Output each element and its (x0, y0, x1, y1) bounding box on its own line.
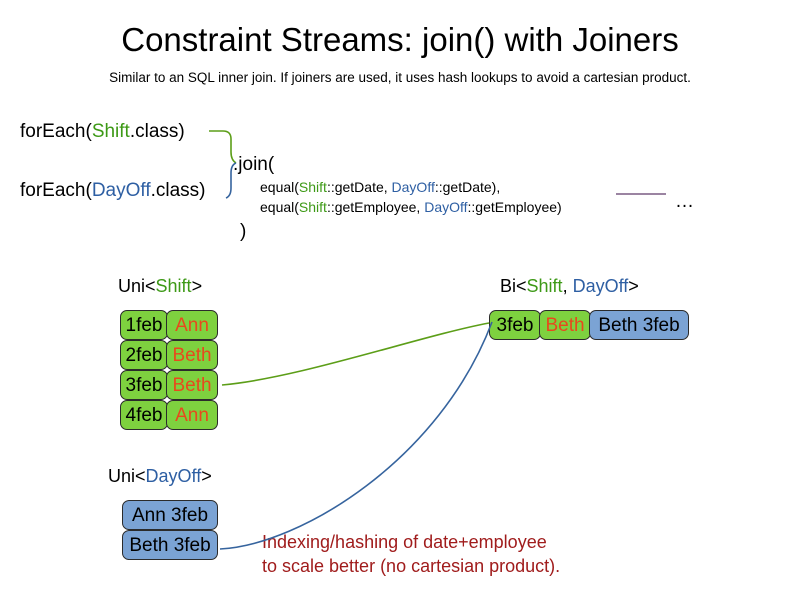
connector-shift-to-join (209, 130, 237, 164)
code-joiner-1-right-method: ::getDate), (434, 179, 501, 195)
label-uni-shift-suffix: > (191, 276, 203, 296)
code-foreach-dayoff-prefix: forEach( (20, 180, 92, 201)
code-foreach-dayoff-type: DayOff (91, 180, 151, 201)
label-bi-separator: , (562, 276, 573, 296)
code-join-open: .join( (233, 154, 275, 175)
code-foreach-shift-prefix: forEach( (20, 121, 92, 142)
shift-row: 3feb Beth (120, 370, 218, 400)
code-foreach-shift-suffix: .class) (129, 121, 185, 142)
code-joiner-equal-employee: equal(Shift::getEmployee, DayOff::getEmp… (260, 198, 562, 216)
label-bi-suffix: > (628, 276, 639, 296)
page-title: Constraint Streams: join() with Joiners (121, 21, 679, 58)
dayoff-cell: Beth 3feb (122, 530, 218, 560)
code-joiner-equal-date: equal(Shift::getDate, DayOff::getDate), (260, 178, 500, 196)
shift-date-cell: 3feb (120, 370, 168, 400)
connector-shift-fact-to-bi (221, 322, 490, 386)
label-uni-dayoff-type: DayOff (145, 466, 202, 486)
code-foreach-dayoff: forEach(DayOff.class) (20, 179, 206, 203)
shift-date-cell: 1feb (120, 310, 168, 340)
annotation-line-2: to scale better (no cartesian product). (262, 556, 561, 576)
label-uni-dayoff-prefix: Uni< (108, 466, 146, 486)
shift-employee-cell: Beth (166, 370, 218, 400)
bi-shift-employee-cell: Beth (539, 310, 591, 340)
dayoff-row: Ann 3feb (122, 500, 218, 530)
dayoff-row: Beth 3feb (122, 530, 218, 560)
label-uni-shift-prefix: Uni< (118, 276, 156, 296)
bi-dayoff-cell: Beth 3feb (589, 310, 689, 340)
code-join-close: ) (240, 221, 247, 242)
label-uni-dayoff-suffix: > (201, 466, 212, 486)
code-joiner-2-prefix: equal( (260, 199, 299, 215)
label-uni-dayoff: Uni<DayOff> (108, 464, 212, 488)
code-joiner-2-left-method: ::getEmployee, (326, 199, 425, 215)
shift-employee-cell: Beth (166, 340, 218, 370)
bi-shift-date-cell: 3feb (489, 310, 541, 340)
shift-date-cell: 4feb (120, 400, 168, 430)
dayoff-cell: Ann 3feb (122, 500, 218, 530)
label-bi-prefix: Bi< (500, 276, 527, 296)
label-uni-shift: Uni<Shift> (118, 274, 202, 298)
code-joiner-1-left-method: ::getDate, (326, 179, 392, 195)
page-subtitle: Similar to an SQL inner join. If joiners… (109, 70, 691, 85)
label-bi-type-b: DayOff (572, 276, 629, 296)
label-uni-shift-type: Shift (155, 276, 192, 296)
code-joiner-2-left-type: Shift (298, 199, 327, 215)
shift-row: 4feb Ann (120, 400, 218, 430)
connector-dayoff-fact-to-bi (219, 321, 493, 550)
shift-employee-cell: Ann (166, 400, 218, 430)
code-foreach-dayoff-suffix: .class) (150, 180, 206, 201)
code-joiner-1-prefix: equal( (260, 179, 299, 195)
shift-row: 1feb Ann (120, 310, 218, 340)
code-joiner-1-left-type: Shift (298, 179, 327, 195)
code-joiner-2-right-type: DayOff (424, 199, 468, 215)
label-bi-shift-dayoff: Bi<Shift, DayOff> (500, 274, 639, 298)
annotation-line-1: Indexing/hashing of date+employee (262, 532, 547, 552)
code-joiner-1-right-type: DayOff (391, 179, 435, 195)
shift-date-cell: 2feb (120, 340, 168, 370)
code-joiner-2-right-method: ::getEmployee) (467, 199, 562, 215)
continuation-ellipsis: … (675, 191, 694, 212)
code-foreach-shift: forEach(Shift.class) (20, 120, 185, 144)
label-bi-type-a: Shift (526, 276, 563, 296)
shift-employee-cell: Ann (166, 310, 218, 340)
bi-tuple-row: 3feb Beth Beth 3feb (489, 310, 689, 340)
shift-row: 2feb Beth (120, 340, 218, 370)
annotation-text: Indexing/hashing of date+employee to scal… (262, 530, 560, 578)
code-foreach-shift-type: Shift (91, 121, 130, 142)
